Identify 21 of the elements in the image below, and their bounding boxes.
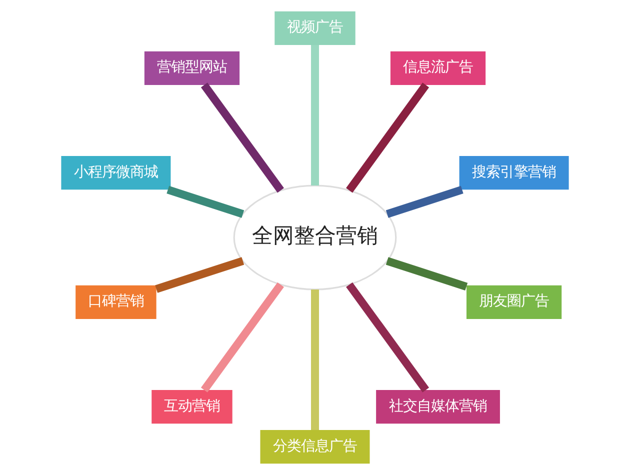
node-box: 信息流广告	[390, 51, 486, 85]
connector	[311, 45, 319, 186]
node-box: 小程序微商城	[61, 156, 171, 190]
connector	[346, 282, 430, 392]
node-box: 营销型网站	[144, 51, 240, 85]
node-box: 朋友圈广告	[466, 285, 562, 319]
node-box: 口碑营销	[76, 285, 156, 319]
connector	[386, 186, 464, 218]
connector	[386, 257, 468, 290]
connector	[311, 290, 319, 430]
connector	[200, 82, 284, 193]
connector	[155, 257, 244, 293]
node-ellipse: 全网整合营销	[233, 184, 397, 290]
connector	[166, 186, 244, 218]
node-box: 视频广告	[274, 11, 356, 45]
node-box: 互动营销	[152, 390, 232, 424]
connector	[346, 82, 430, 193]
node-box: 社交自媒体营销	[376, 390, 500, 424]
node-box: 分类信息广告	[260, 430, 370, 464]
connector	[200, 282, 284, 392]
node-box: 搜索引擎营销	[459, 156, 569, 190]
